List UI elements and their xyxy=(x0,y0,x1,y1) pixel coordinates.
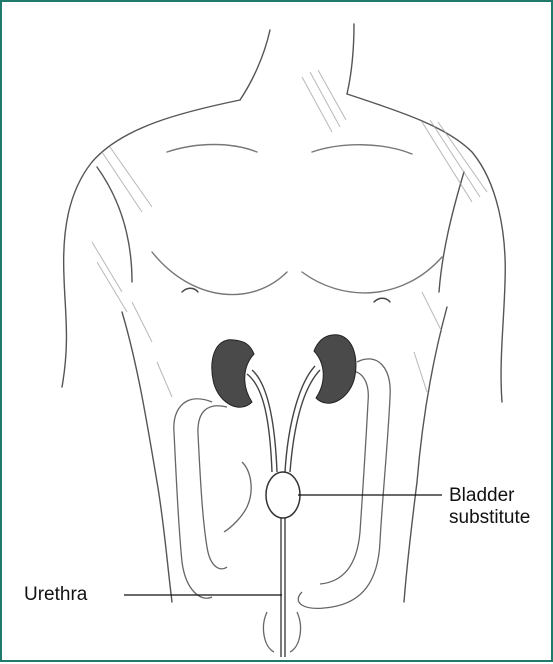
urethra-shape xyxy=(263,518,300,657)
right-kidney xyxy=(314,335,356,403)
bladder-substitute-shape xyxy=(266,472,300,518)
urethra-label: Urethra xyxy=(24,584,87,606)
bladder-substitute-label: Bladder substitute xyxy=(449,485,530,529)
bladder-label-line1: Bladder xyxy=(449,485,530,507)
left-kidney xyxy=(212,340,254,407)
ureters xyxy=(247,366,320,472)
kidneys xyxy=(212,335,356,407)
shading xyxy=(92,70,487,397)
bladder-label-line2: substitute xyxy=(449,507,530,529)
